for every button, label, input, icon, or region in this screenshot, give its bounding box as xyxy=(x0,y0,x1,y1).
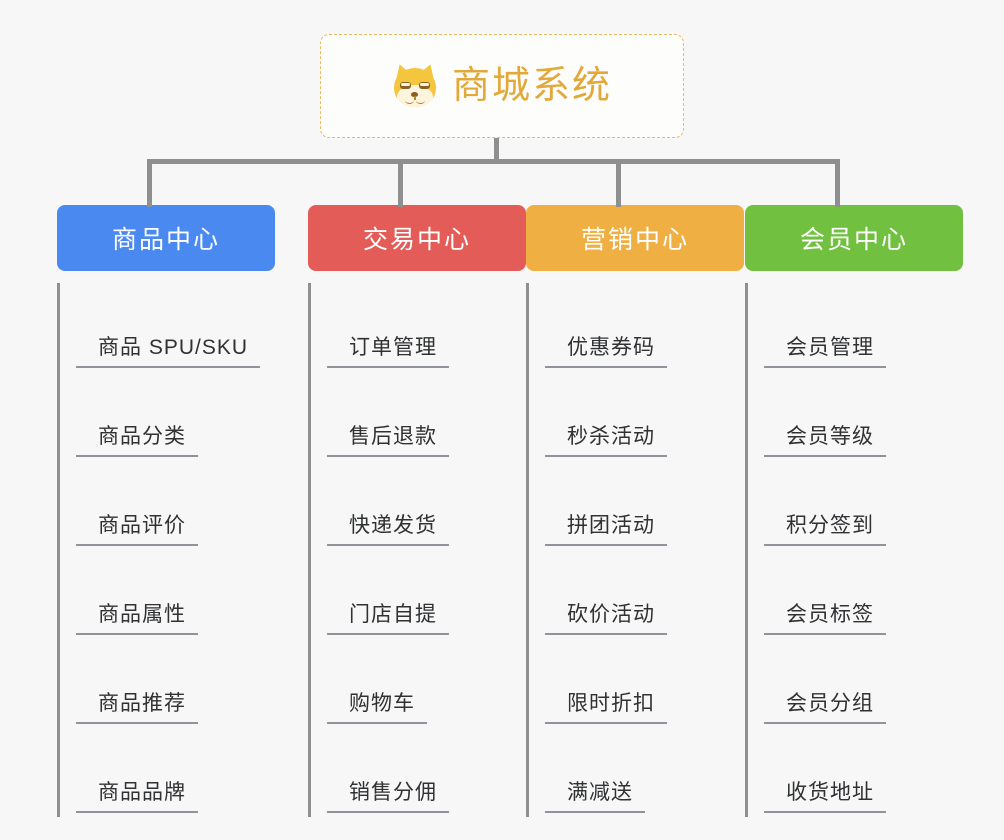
connector-drop-marketing-center xyxy=(616,159,621,207)
leaf-item-label: 快递发货 xyxy=(327,514,449,546)
leaf-item-label: 会员分组 xyxy=(764,692,886,724)
list-item[interactable]: 会员标签 xyxy=(764,550,963,639)
shiba-mouth xyxy=(414,96,416,100)
category-columns: 商品中心商品 SPU/SKU 商品分类商品评价商品属性商品推荐商品品牌 交易中心订单… xyxy=(0,205,1004,840)
category-header-product-center[interactable]: 商品中心 xyxy=(57,205,275,271)
shiba-eye-right xyxy=(418,82,430,89)
leaf-item-label: 商品品牌 xyxy=(76,781,198,813)
shiba-smile-left xyxy=(404,97,414,104)
category-header-trade-center[interactable]: 交易中心 xyxy=(308,205,526,271)
shiba-smile-right xyxy=(415,97,425,104)
shiba-dog-icon xyxy=(391,61,439,109)
list-item[interactable]: 限时折扣 xyxy=(545,639,744,728)
list-item[interactable]: 秒杀活动 xyxy=(545,372,744,461)
shiba-eye-left xyxy=(399,82,411,89)
category-header-marketing-center[interactable]: 营销中心 xyxy=(526,205,744,271)
leaf-list-product-center: 商品 SPU/SKU 商品分类商品评价商品属性商品推荐商品品牌 xyxy=(57,283,275,817)
list-item[interactable]: 订单管理 xyxy=(327,283,526,372)
list-item[interactable]: 售后退款 xyxy=(327,372,526,461)
list-item[interactable]: 商品 SPU/SKU xyxy=(76,283,275,372)
shiba-head xyxy=(393,68,436,107)
leaf-item-label: 会员管理 xyxy=(764,336,886,368)
list-item[interactable]: 满减送 xyxy=(545,728,744,817)
list-item[interactable]: 购物车 xyxy=(327,639,526,728)
connector-drop-member-center xyxy=(835,159,840,207)
connector-drop-product-center xyxy=(147,159,152,207)
leaf-item-label: 商品评价 xyxy=(76,514,198,546)
connector-horizontal-bus xyxy=(150,159,838,164)
list-item[interactable]: 销售分佣 xyxy=(327,728,526,817)
list-item[interactable]: 会员管理 xyxy=(764,283,963,372)
leaf-item-label: 优惠券码 xyxy=(545,336,667,368)
category-header-label: 商品中心 xyxy=(111,226,220,254)
shiba-nose xyxy=(411,92,419,97)
list-item[interactable]: 快递发货 xyxy=(327,461,526,550)
column-marketing-center: 营销中心优惠券码秒杀活动拼团活动砍价活动限时折扣满减送 xyxy=(526,205,744,817)
leaf-item-label: 商品属性 xyxy=(76,603,198,635)
leaf-item-label: 商品推荐 xyxy=(76,692,198,724)
list-item[interactable]: 商品推荐 xyxy=(76,639,275,728)
list-item[interactable]: 商品属性 xyxy=(76,550,275,639)
list-item[interactable]: 砍价活动 xyxy=(545,550,744,639)
leaf-item-label: 会员标签 xyxy=(764,603,886,635)
connector-trunk xyxy=(494,138,499,162)
page-title: 商城系统 xyxy=(451,65,612,107)
list-item[interactable]: 会员等级 xyxy=(764,372,963,461)
column-product-center: 商品中心商品 SPU/SKU 商品分类商品评价商品属性商品推荐商品品牌 xyxy=(57,205,275,817)
category-header-label: 交易中心 xyxy=(362,226,471,254)
leaf-item-label: 订单管理 xyxy=(327,336,449,368)
list-item[interactable]: 门店自提 xyxy=(327,550,526,639)
list-item[interactable]: 拼团活动 xyxy=(545,461,744,550)
list-item[interactable]: 商品品牌 xyxy=(76,728,275,817)
root-node[interactable]: 商城系统 xyxy=(320,34,684,138)
connector-drop-trade-center xyxy=(398,159,403,207)
list-item[interactable]: 商品评价 xyxy=(76,461,275,550)
leaf-item-label: 门店自提 xyxy=(327,603,449,635)
leaf-item-label: 会员等级 xyxy=(764,425,886,457)
list-item[interactable]: 优惠券码 xyxy=(545,283,744,372)
leaf-item-label: 砍价活动 xyxy=(545,603,667,635)
root-node-wrapper: 商城系统 xyxy=(0,34,1004,138)
leaf-list-trade-center: 订单管理售后退款快递发货门店自提购物车销售分佣 xyxy=(308,283,526,817)
leaf-item-label: 商品分类 xyxy=(76,425,198,457)
category-header-member-center[interactable]: 会员中心 xyxy=(745,205,963,271)
column-trade-center: 交易中心订单管理售后退款快递发货门店自提购物车销售分佣 xyxy=(308,205,526,817)
leaf-item-label: 秒杀活动 xyxy=(545,425,667,457)
leaf-item-label: 销售分佣 xyxy=(327,781,449,813)
leaf-item-label: 收货地址 xyxy=(764,781,886,813)
leaf-list-member-center: 会员管理会员等级积分签到会员标签会员分组收货地址 xyxy=(745,283,963,817)
list-item[interactable]: 积分签到 xyxy=(764,461,963,550)
list-item[interactable]: 商品分类 xyxy=(76,372,275,461)
leaf-item-label: 积分签到 xyxy=(764,514,886,546)
category-header-label: 营销中心 xyxy=(580,226,689,254)
list-item[interactable]: 收货地址 xyxy=(764,728,963,817)
leaf-item-label: 售后退款 xyxy=(327,425,449,457)
leaf-item-label: 满减送 xyxy=(545,781,645,813)
leaf-list-marketing-center: 优惠券码秒杀活动拼团活动砍价活动限时折扣满减送 xyxy=(526,283,744,817)
column-member-center: 会员中心会员管理会员等级积分签到会员标签会员分组收货地址 xyxy=(745,205,963,817)
category-header-label: 会员中心 xyxy=(799,226,908,254)
leaf-item-label: 限时折扣 xyxy=(545,692,667,724)
leaf-item-label: 商品 SPU/SKU xyxy=(76,336,261,368)
leaf-item-label: 拼团活动 xyxy=(545,514,667,546)
leaf-item-label: 购物车 xyxy=(327,692,427,724)
list-item[interactable]: 会员分组 xyxy=(764,639,963,728)
